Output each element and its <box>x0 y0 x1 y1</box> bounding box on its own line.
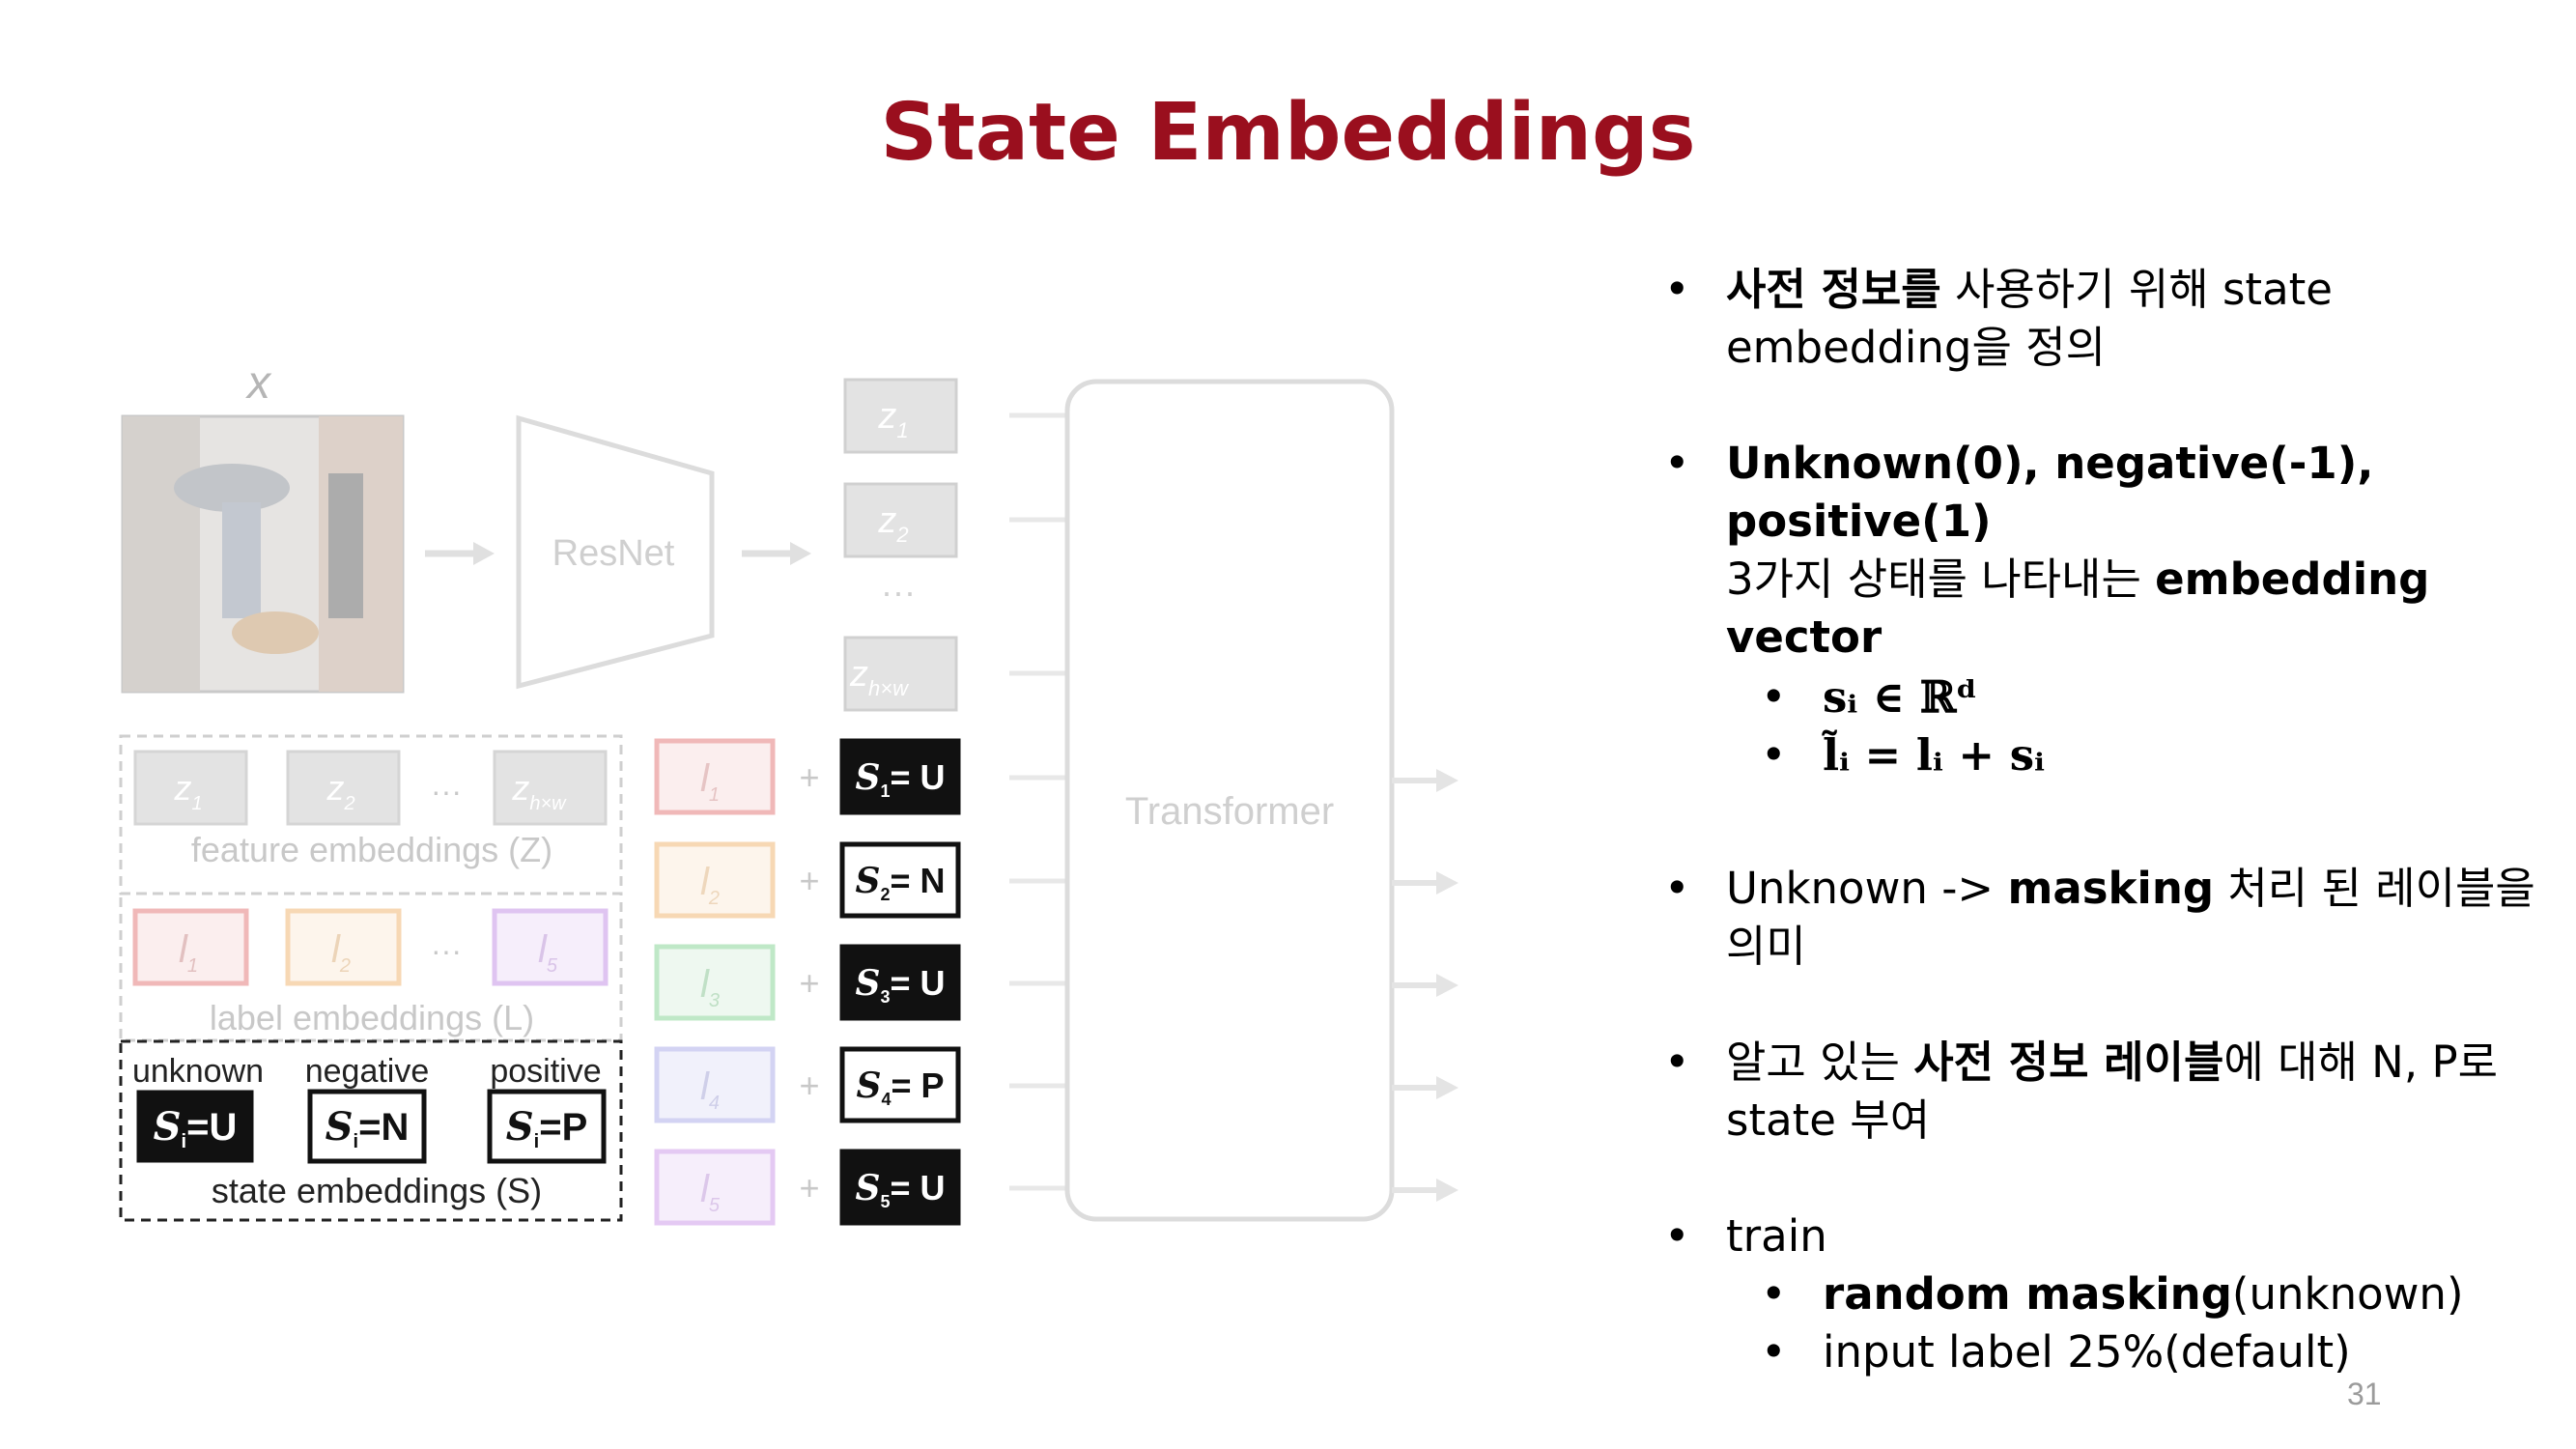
state-box <box>839 738 961 815</box>
svg-text:···: ··· <box>431 933 462 968</box>
row-5: l5+S5= U <box>654 1149 961 1226</box>
row-1: l1+S1= U <box>654 738 961 815</box>
state-token: S5= U <box>855 1168 945 1211</box>
bullet-three-states: Unknown(0), negative(-1), positive(1) 3가… <box>1656 435 2555 784</box>
row-4: l4+S4= P <box>654 1046 961 1123</box>
bullet-known-labels: 알고 있는 사전 정보 레이블에 대해 N, P로 state 부여 <box>1656 1034 2555 1150</box>
z-token-2: z2 <box>877 500 908 547</box>
svg-text:Si=U: Si=U <box>154 1104 238 1152</box>
page-number: 31 <box>2347 1377 2382 1411</box>
bullet-list: 사전 정보를 사용하기 위해 state embedding을 정의 Unkno… <box>1656 261 2555 1439</box>
sub-state-definition: •sᵢ ∈ ℝᵈ <box>1761 671 1978 723</box>
row-2: l2+S2= N <box>654 841 961 919</box>
transformer-outputs <box>1392 769 1458 1202</box>
bullet-train: train •random masking(unknown) •input la… <box>1656 1208 2555 1381</box>
feature-caption: feature embeddings (Z) <box>191 830 552 869</box>
feature-embeddings-group: z1 z2 zh×w ··· feature embeddings (Z) <box>119 734 623 895</box>
state-token: S1= U <box>855 757 945 801</box>
transformer-label: Transformer <box>1125 790 1334 833</box>
plus-sign: + <box>799 1065 819 1105</box>
bullet-unknown-masking: Unknown -> masking 처리 된 레이블을 의미 <box>1656 860 2555 976</box>
row-3: l3+S3= U <box>654 944 961 1021</box>
state-token: S4= P <box>856 1065 944 1109</box>
output-arrow <box>1392 871 1458 895</box>
state-caption: state embeddings (S) <box>212 1171 542 1210</box>
resnet-block <box>516 414 715 690</box>
state-kind-negative: negative <box>305 1053 430 1090</box>
state-box <box>839 1149 961 1226</box>
svg-text:···: ··· <box>431 774 462 809</box>
output-arrow <box>1392 1076 1458 1099</box>
state-box <box>839 841 961 919</box>
state-box <box>839 944 961 1021</box>
plus-sign: + <box>799 963 819 1003</box>
svg-text:Si=N: Si=N <box>326 1104 410 1152</box>
flow-arrows <box>425 542 811 565</box>
z-ellipsis: ··· <box>881 572 916 611</box>
state-token: S2= N <box>855 861 945 904</box>
sub-label-sum: •l̃ᵢ = lᵢ + sᵢ <box>1761 729 2045 781</box>
output-arrow <box>1392 769 1458 792</box>
state-kind-unknown: unknown <box>132 1053 264 1090</box>
sub-random-masking: •random masking(unknown) <box>1761 1268 2464 1320</box>
output-arrow <box>1392 1179 1458 1202</box>
label-box <box>654 841 776 919</box>
transformer-block <box>1064 379 1395 1222</box>
svg-text:Si=P: Si=P <box>506 1104 588 1152</box>
bullet-prior-info: 사전 정보를 사용하기 위해 state embedding을 정의 <box>1656 261 2555 377</box>
state-token: S3= U <box>855 963 945 1007</box>
label-box <box>654 1149 776 1226</box>
plus-sign: + <box>799 1168 819 1208</box>
transformer-inputs <box>1009 412 1067 1191</box>
input-image <box>121 414 405 694</box>
state-embeddings-group: unknown negative positive Si=U Si=N Si=P… <box>119 1039 623 1222</box>
output-arrow <box>1392 974 1458 997</box>
plus-sign: + <box>799 757 819 797</box>
slide-title: State Embeddings <box>880 87 1696 179</box>
state-kind-positive: positive <box>490 1053 601 1090</box>
state-box <box>839 1046 961 1123</box>
resnet-label: ResNet <box>552 533 675 574</box>
label-box <box>654 738 776 815</box>
label-box <box>654 944 776 1021</box>
plus-sign: + <box>799 861 819 900</box>
label-state-rows: l1+S1= Ul2+S2= Nl3+S3= Ul4+S4= Pl5+S5= U <box>654 738 961 1226</box>
label-caption: label embeddings (L) <box>210 998 534 1037</box>
label-embeddings-group: l1 l2 l5 ··· label embeddings (L) <box>119 892 623 1042</box>
input-label: x <box>245 357 272 409</box>
sub-input-label: •input label 25%(default) <box>1761 1326 2351 1378</box>
label-box <box>654 1046 776 1123</box>
z-token-column: z1 z2 ··· zh×w <box>843 378 958 712</box>
